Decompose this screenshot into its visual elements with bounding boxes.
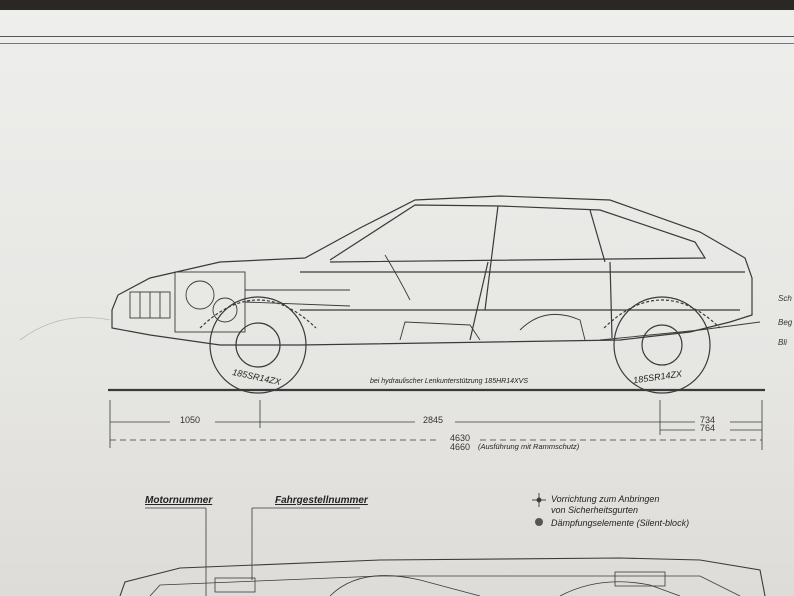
dimension-lines — [109, 400, 763, 450]
side-label-1: Sch — [778, 294, 792, 303]
side-label-3: Bli — [778, 338, 787, 347]
dim-rear-b: 764 — [700, 423, 716, 433]
chassis-number-label: Fahrgestellnummer — [275, 495, 368, 506]
dim-length-note: (Ausführung mit Rammschutz) — [478, 442, 580, 451]
engine-detail — [129, 271, 351, 333]
silentblock-label: Dämpfungselemente (Silent-block) — [551, 518, 690, 528]
top-view-drawing — [119, 557, 766, 596]
car-body-outline — [111, 195, 753, 346]
dim-front-overhang: 1050 — [180, 415, 201, 425]
car-drawing — [19, 195, 766, 596]
front-wheel — [209, 296, 307, 394]
dim-wheelbase: 2845 — [423, 415, 444, 425]
dim-rear-a: 734 — [700, 415, 716, 425]
silentblock-symbol — [535, 518, 543, 526]
ground-note: bei hydraulischer Lenkunterstützung 185H… — [370, 378, 528, 385]
header-rule — [0, 36, 794, 37]
belt-anchor-symbol — [532, 493, 546, 507]
side-label-2: Beg — [778, 318, 793, 327]
dim-length-a: 4630 — [450, 433, 471, 443]
belt-label-1: Vorrichtung zum Anbringen — [551, 494, 660, 504]
blueprint-sheet: 185SR14ZX 185SR14ZX bei hydraulischer Le… — [0, 10, 794, 596]
window-line — [329, 204, 707, 263]
header-rule-2 — [0, 43, 794, 44]
belt-label-2: von Sicherheitsgurten — [551, 505, 639, 515]
rear-wheel — [613, 296, 711, 394]
engine-number-label: Motornummer — [145, 495, 213, 506]
dim-length-b: 4660 — [450, 442, 471, 452]
